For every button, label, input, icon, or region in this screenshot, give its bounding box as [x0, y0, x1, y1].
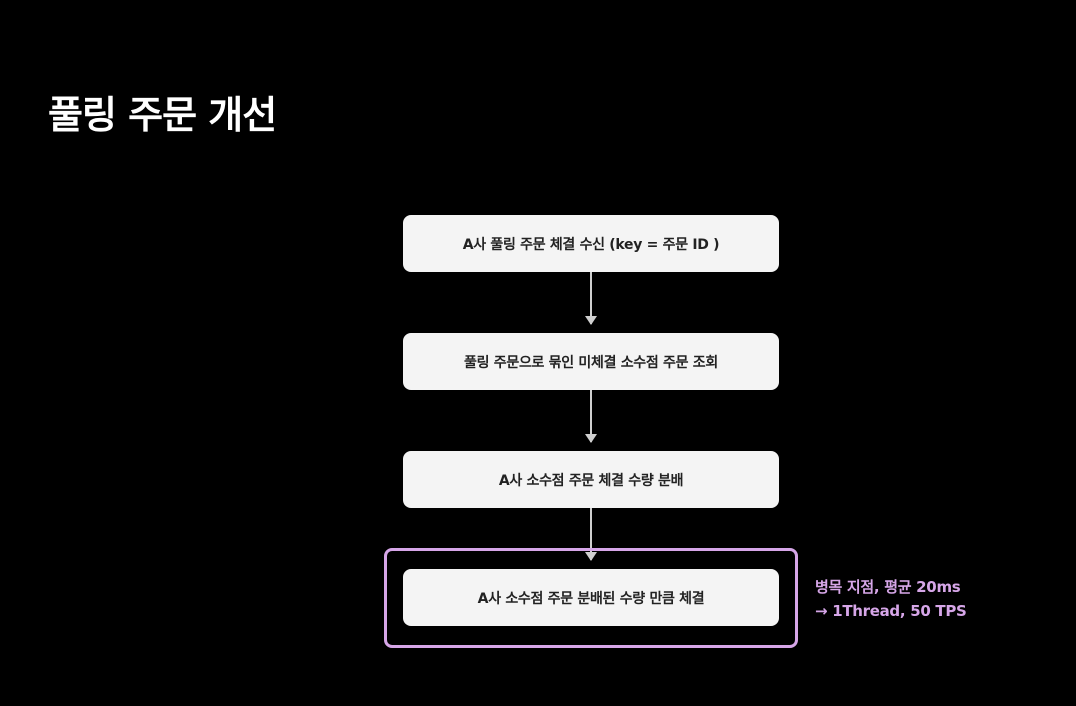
bottleneck-note-line1: 병목 지점, 평균 20ms	[815, 578, 961, 596]
flow-arrow	[585, 272, 597, 325]
bottleneck-note: 병목 지점, 평균 20ms → 1Thread, 50 TPS	[815, 575, 967, 623]
bottleneck-note-line2: → 1Thread, 50 TPS	[815, 602, 967, 620]
flow-step-query-orders: 풀링 주문으로 묶인 미체결 소수점 주문 조회	[403, 333, 779, 390]
flow-arrow	[585, 390, 597, 443]
flow-step-execute-fill: A사 소수점 주문 분배된 수량 만큼 체결	[403, 569, 779, 626]
flow-step-receive-fill: A사 풀링 주문 체결 수신 (key = 주문 ID )	[403, 215, 779, 272]
bottleneck-highlight	[384, 548, 798, 648]
flow-step-distribute-quantity: A사 소수점 주문 체결 수량 분배	[403, 451, 779, 508]
flow-arrow	[585, 508, 597, 561]
slide-title: 풀링 주문 개선	[48, 93, 277, 137]
